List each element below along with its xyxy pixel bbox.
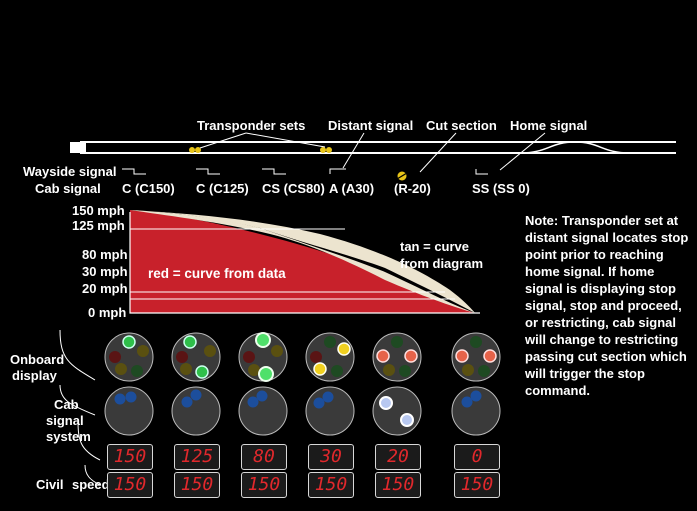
cab-dial-1 [104, 386, 154, 436]
callout-lines [199, 132, 546, 173]
cab-signal-3: CS (CS80) [262, 181, 325, 196]
tan-curve-label-1: tan = curve [400, 239, 470, 254]
cab-signal-4: A (A30) [329, 181, 375, 196]
speed-tick-80: 80 mph [82, 247, 128, 262]
wayside-signal-label: Wayside signal [23, 164, 117, 179]
home-signal-label: Home signal [510, 118, 588, 133]
tan-curve-label-2: from diagram [400, 256, 484, 271]
cab-signal-dials [104, 386, 501, 436]
cab-speed-readout-2: 125 [174, 444, 220, 470]
cab-signal-label: Cab signal [35, 181, 101, 196]
cab-signal-5: (R-20) [394, 181, 431, 196]
speed-tick-150: 150 mph [72, 203, 125, 218]
onboard-display-dials [104, 332, 501, 382]
civil-speed-readout-6: 150 [454, 472, 500, 498]
civil-speed-readout-3: 150 [241, 472, 287, 498]
cab-dial-2 [171, 386, 221, 436]
onboard-dial-2 [171, 332, 221, 382]
system-label: system [46, 429, 91, 444]
distant-signal-label: Distant signal [328, 118, 414, 133]
row-brackets [59, 329, 101, 486]
cab-dial-3 [238, 386, 288, 436]
transponder-markers [189, 147, 332, 153]
note-text: Note: Transponder set at distant signal … [525, 213, 689, 398]
cab-signal-6: SS (SS 0) [472, 181, 530, 196]
cab-speed-readout-3: 80 [241, 444, 287, 470]
speed-tick-20: 20 mph [82, 281, 128, 296]
red-curve-label: red = curve from data [148, 266, 286, 281]
cab-speed-readout-6: 0 [454, 444, 500, 470]
civil-speed-readout-5: 150 [375, 472, 421, 498]
speed-tick-0: 0 mph [88, 305, 127, 320]
cab-dial-5 [372, 386, 422, 436]
civil-speed-readout-4: 150 [308, 472, 354, 498]
display-label: display [12, 368, 57, 383]
wayside-signal-marks [122, 168, 488, 175]
speed-tick-125: 125 mph [72, 218, 125, 233]
cab-label: Cab [54, 397, 79, 412]
braking-curve-chart [129, 210, 480, 314]
railroad-track [70, 141, 676, 154]
chart-axes [129, 212, 480, 314]
cut-section-label: Cut section [426, 118, 497, 133]
onboard-label: Onboard [10, 352, 65, 367]
cut-section-icon [396, 171, 408, 181]
onboard-dial-6 [451, 332, 501, 382]
cab-dial-4 [305, 386, 355, 436]
onboard-dial-1 [104, 332, 154, 382]
speed-label: speed [72, 477, 110, 492]
transponder-sets-label: Transponder sets [197, 118, 306, 133]
cab-speed-readout-4: 30 [308, 444, 354, 470]
chart-background [130, 210, 475, 313]
cab-signal-2: C (C125) [196, 181, 249, 196]
cab-dial-6 [451, 386, 501, 436]
onboard-dial-4 [305, 332, 355, 382]
cab-speed-readout-1: 150 [107, 444, 153, 470]
civil-speed-readout-1: 150 [107, 472, 153, 498]
civil-label: Civil [36, 477, 64, 492]
cab-speed-readout-5: 20 [375, 444, 421, 470]
signal-label: signal [46, 413, 84, 428]
speed-tick-30: 30 mph [82, 264, 128, 279]
onboard-dial-5 [372, 332, 422, 382]
civil-speed-readout-2: 150 [174, 472, 220, 498]
onboard-dial-3 [238, 332, 288, 382]
cab-signal-1: C (C150) [122, 181, 175, 196]
